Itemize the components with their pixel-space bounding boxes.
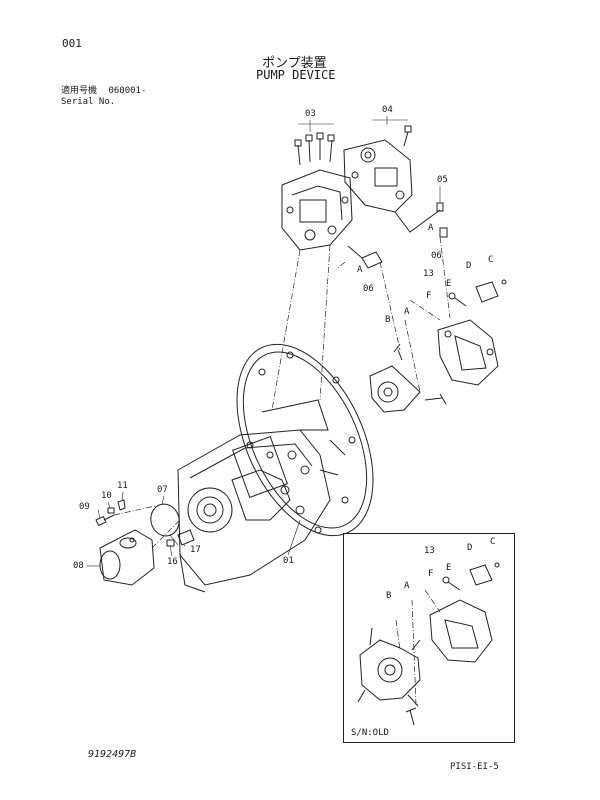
callout-A-1: A	[428, 223, 434, 233]
callout-03: 03	[305, 109, 316, 119]
inset-callout-B: B	[386, 591, 392, 601]
serial-block: 適用号機 060001- Serial No.	[61, 86, 146, 108]
callout-05: 05	[437, 175, 448, 185]
callout-07: 07	[157, 485, 168, 495]
bolts-09-11	[95, 499, 126, 527]
callout-08: 08	[73, 561, 84, 571]
inset-callout-C: C	[490, 537, 496, 547]
callout-C: C	[488, 255, 494, 265]
inset-drawing	[357, 562, 500, 726]
callout-B: B	[385, 315, 391, 325]
callout-E: E	[446, 279, 452, 289]
inset-frame-old-serial	[343, 533, 515, 743]
inset-label: S/N:OLD	[351, 728, 389, 738]
callout-06-b: 06	[363, 284, 374, 294]
callout-13: 13	[423, 269, 434, 279]
serial-label-en: Serial No.	[61, 97, 116, 107]
coupling-hub	[369, 343, 447, 413]
pipe-05	[394, 202, 448, 238]
inset-callout-E: E	[446, 563, 452, 573]
regulator-03	[281, 132, 353, 251]
title-japanese: ポンプ装置	[262, 56, 327, 71]
callout-01: 01	[283, 556, 294, 566]
footer-code: PISI-EI-5	[450, 762, 499, 772]
drawing-number: 9192497B	[88, 749, 137, 760]
coupling-upper	[437, 279, 507, 386]
callout-17: 17	[190, 545, 201, 555]
serial-label-jp: 適用号機	[61, 86, 98, 96]
flywheel-housing	[236, 343, 374, 537]
fitting-06	[347, 245, 383, 269]
inset-callout-D: D	[467, 543, 473, 553]
title-english: PUMP DEVICE	[256, 68, 336, 82]
callout-16: 16	[167, 557, 178, 567]
page-number: 001	[62, 37, 82, 50]
callout-04: 04	[382, 105, 393, 115]
callout-06-a: 06	[431, 251, 442, 261]
callout-10: 10	[101, 491, 112, 501]
fittings-16-17	[166, 529, 195, 547]
inset-callout-F: F	[428, 569, 434, 579]
serial-value: 060001-	[108, 86, 147, 96]
callout-A-3: A	[404, 307, 410, 317]
callout-09: 09	[79, 502, 90, 512]
inset-callout-A: A	[404, 581, 410, 591]
regulator-04	[343, 125, 413, 213]
main-pump-body	[177, 399, 346, 593]
callout-F: F	[426, 291, 432, 301]
inset-callout-13: 13	[424, 546, 435, 556]
o-ring-07	[150, 503, 180, 537]
callout-A-2: A	[357, 265, 363, 275]
callout-D: D	[466, 261, 472, 271]
callout-11: 11	[117, 481, 128, 491]
gear-pump-08	[99, 529, 155, 586]
